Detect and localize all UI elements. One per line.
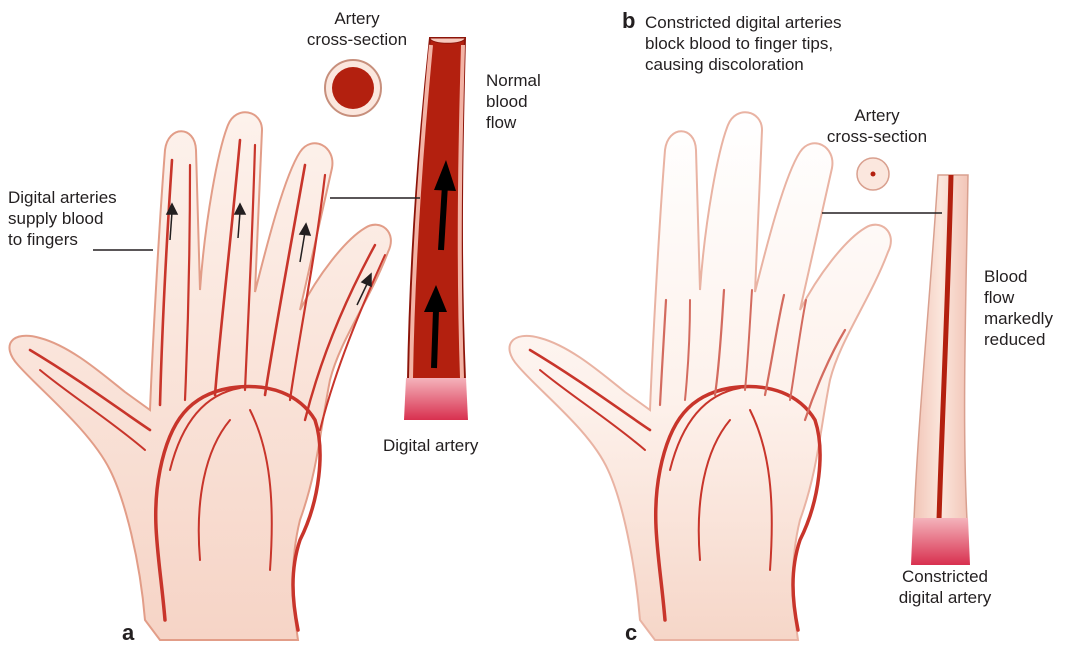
- panel-b-caption: Constricted digital arteries block blood…: [645, 12, 905, 75]
- normal-cross-section-label: Artery cross-section: [297, 8, 417, 50]
- constricted-cross-section-label: Artery cross-section: [817, 105, 937, 147]
- constricted-cross-section: [857, 158, 889, 190]
- hand-constricted: [509, 112, 890, 640]
- digital-artery-label: Digital artery: [383, 435, 513, 456]
- panel-a-letter: a: [122, 620, 134, 646]
- digital-arteries-label: Digital arteries supply blood to fingers: [8, 187, 158, 250]
- panel-c-letter: c: [625, 620, 637, 646]
- constricted-artery-cuff: [911, 518, 970, 565]
- panel-b-letter: b: [622, 8, 635, 34]
- normal-artery-cuff: [404, 378, 468, 420]
- constricted-artery-illustration: [822, 175, 970, 565]
- constricted-artery-label: Constricted digital artery: [885, 566, 1005, 608]
- normal-blood-flow-label: Normal blood flow: [486, 70, 566, 133]
- normal-cross-section: [325, 60, 381, 116]
- reduced-blood-flow-label: Blood flow markedly reduced: [984, 266, 1069, 350]
